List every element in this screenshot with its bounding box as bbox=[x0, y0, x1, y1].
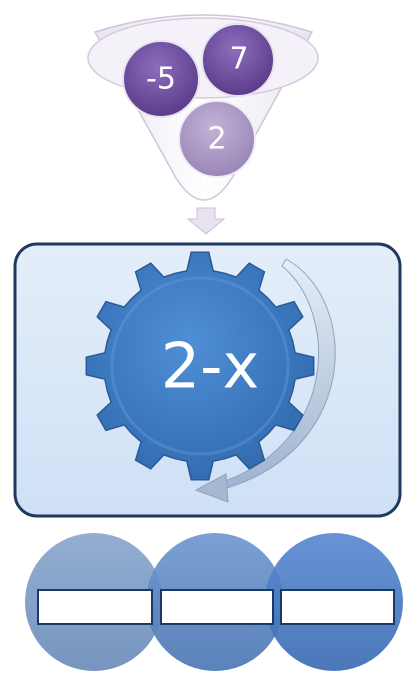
function-machine: 2-x bbox=[15, 244, 400, 516]
input-ball-2: 2 bbox=[179, 101, 255, 177]
input-value-neg5: -5 bbox=[146, 62, 176, 97]
function-formula: 2-x bbox=[161, 330, 260, 403]
input-ball-7: 7 bbox=[202, 24, 274, 96]
output-box-1[interactable] bbox=[38, 590, 152, 624]
output-area bbox=[25, 533, 403, 671]
input-value-7: 7 bbox=[229, 42, 248, 77]
input-ball-neg5: -5 bbox=[123, 41, 199, 117]
output-box-3[interactable] bbox=[281, 590, 394, 624]
output-box-2[interactable] bbox=[161, 590, 273, 624]
down-arrow-icon bbox=[188, 208, 224, 234]
input-value-2: 2 bbox=[207, 122, 226, 157]
